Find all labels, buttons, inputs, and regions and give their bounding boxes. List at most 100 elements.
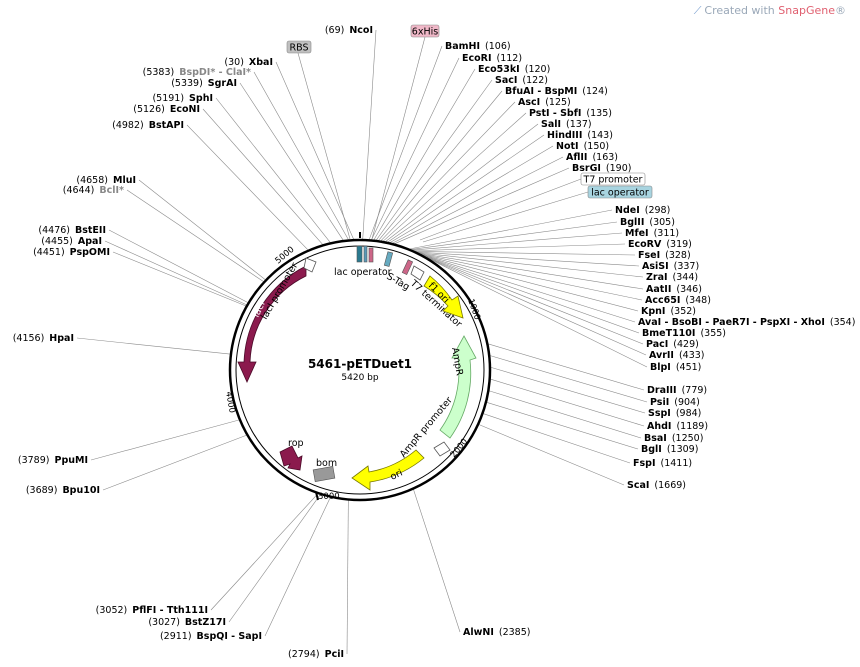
ori-arrow — [351, 449, 425, 491]
leader-line — [412, 232, 623, 251]
rbs-box — [368, 247, 374, 263]
site-label-eco53ki: Eco53kI(120) — [478, 64, 550, 75]
site-name: FspI — [633, 458, 655, 469]
site-label-apai: (4455)ApaI — [41, 236, 102, 247]
site-position: (137) — [566, 119, 592, 130]
site-label-fsei: FseI(328) — [638, 250, 691, 261]
leader-line — [228, 494, 321, 623]
leader-line — [483, 413, 631, 464]
site-label-psti-sbfi: PstI - SbfI(135) — [529, 108, 612, 119]
site-name: AvaI - BsoBI - PaeR7I - PspXI - XhoI — [638, 317, 825, 328]
leader-line — [385, 123, 539, 242]
site-label-saci: SacI(122) — [495, 75, 548, 86]
leader-line — [419, 178, 582, 241]
site-name: BfuAI - BspMI — [505, 86, 577, 97]
leader-line — [126, 189, 264, 282]
site-position: (190) — [606, 163, 632, 174]
leader-line — [390, 145, 554, 243]
site-name: BamHI — [445, 41, 480, 52]
site-label-avrii: AvrII(433) — [649, 350, 705, 361]
site-position: (1309) — [667, 444, 699, 455]
site-label-bstz17i: (3027)BstZ17I — [148, 617, 226, 628]
site-position: (163) — [592, 152, 618, 163]
site-name: BclI* — [99, 185, 124, 196]
tick-3000-mark — [315, 491, 319, 501]
site-name: NdeI — [615, 205, 640, 216]
leader-line — [425, 256, 640, 334]
boxed-label-bg — [580, 172, 646, 186]
site-label-bmet110i: BmeT110I(355) — [642, 328, 726, 339]
laci-promoter-label: lacI promoter — [259, 261, 300, 322]
site-label-draiii: DraIII(779) — [647, 385, 707, 396]
site-position: (346) — [676, 284, 702, 295]
watermark-brand: SnapGene — [778, 4, 835, 17]
site-position: (5126) — [133, 104, 165, 115]
site-label-kpni: KpnI(352) — [641, 306, 696, 317]
leader-line — [186, 124, 309, 251]
leader-line — [253, 71, 349, 240]
leader-line — [489, 390, 642, 439]
site-position: (125) — [545, 97, 571, 108]
site-name: XbaI — [249, 57, 273, 68]
site-position: (143) — [587, 130, 613, 141]
site-label-noti: NotI(150) — [556, 141, 609, 152]
laci-arrow — [237, 265, 307, 383]
leader-line — [415, 251, 636, 256]
site-label-avai-bsobi-paer7i-pspxi-xhoi: AvaI - BsoBI - PaeR7I - PspXI - XhoI (354… — [638, 317, 855, 328]
site-name: PciI — [325, 649, 344, 660]
site-name: PsiI — [650, 397, 669, 408]
site-position: (106) — [485, 41, 511, 52]
site-name: AflII — [566, 152, 587, 163]
site-name: EcoRI — [462, 53, 492, 64]
site-label-ncoi: (69)NcoI — [325, 25, 373, 36]
leader-line — [392, 156, 564, 244]
site-position: (451) — [676, 362, 702, 373]
lac-operator-box — [356, 245, 363, 263]
site-label-pspomi: (4451)PspOMI — [33, 247, 110, 258]
backbone-outer-ring — [228, 238, 492, 502]
leader-line — [490, 367, 646, 414]
site-name: SspI — [648, 408, 671, 419]
site-name: NcoI — [349, 25, 373, 36]
leader-line — [297, 52, 351, 240]
site-position: (3052) — [96, 605, 128, 616]
site-name: SgrAI — [208, 78, 237, 89]
site-label-bspqi-sapi: (2911)BspQI - SapI — [160, 631, 262, 642]
site-position: (1411) — [660, 458, 692, 469]
site-name: PspOMI — [70, 247, 110, 258]
leader-line — [102, 434, 247, 491]
site-position: (3027) — [148, 617, 180, 628]
snapgene-watermark: ⟋Created with SnapGene® — [694, 4, 846, 18]
leader-line — [426, 257, 644, 345]
site-name: PpuMI — [54, 455, 88, 466]
lac-operator-inner-label: lac operator — [334, 267, 392, 278]
leader-line — [411, 221, 618, 250]
ori-label: ori — [389, 468, 405, 483]
site-label-psii: PsiI(904) — [650, 397, 700, 408]
site-label-mfei: MfeI(311) — [625, 228, 679, 239]
site-position: (2794) — [288, 649, 320, 660]
s-tag-label: S-Tag — [385, 271, 412, 293]
site-label-bglii: BglII(305) — [620, 217, 675, 228]
leader-line — [275, 61, 354, 240]
site-name: BsrGI — [572, 163, 601, 174]
site-label-paci: PacI(429) — [646, 339, 699, 350]
snapgene-logo-icon: ⟋ — [693, 4, 702, 17]
boxed-label-bg — [410, 24, 440, 38]
site-position: (354) — [830, 317, 856, 328]
leader-line — [387, 134, 545, 243]
site-position: (135) — [586, 108, 612, 119]
t7-terminator-box — [401, 259, 414, 276]
site-label-bsrgi: BsrGI (190) — [572, 163, 631, 174]
site-position: (4476) — [38, 225, 70, 236]
leader-line — [210, 493, 318, 611]
boxed-label-bg — [286, 40, 312, 54]
site-label-blpi: BlpI(451) — [650, 362, 701, 373]
leader-line — [104, 240, 247, 306]
site-name: BmeT110I — [642, 328, 695, 339]
leader-line — [108, 229, 248, 303]
rop-arrow — [279, 445, 303, 471]
site-label-bsteii: (4476)BstEII — [38, 225, 106, 236]
leader-line — [368, 45, 443, 240]
leader-line — [215, 97, 331, 243]
